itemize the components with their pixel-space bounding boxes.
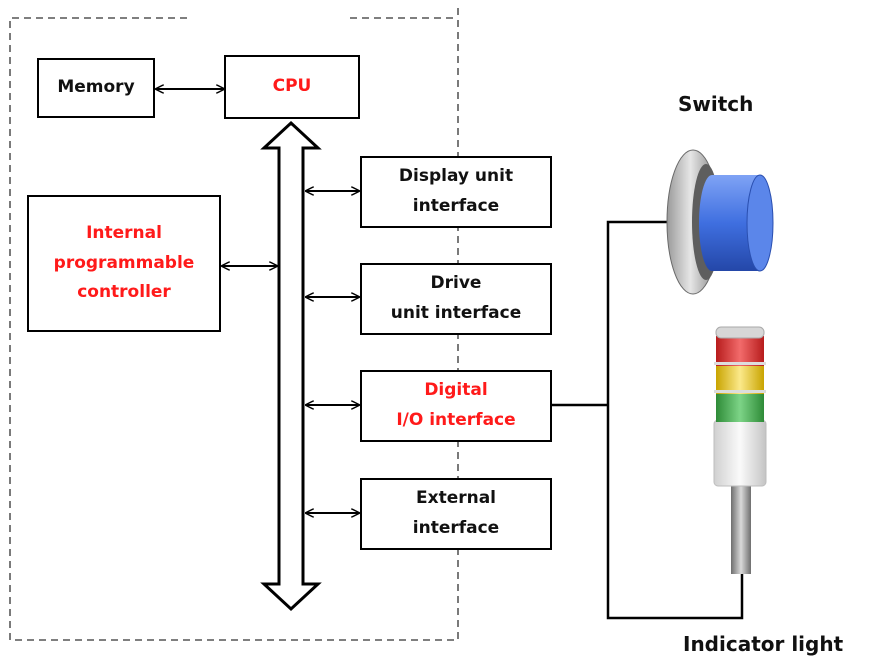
memory-label: Memory bbox=[57, 77, 135, 98]
display-interface-block: Display unit interface bbox=[360, 156, 552, 228]
switch-label: Switch bbox=[678, 92, 754, 116]
internal-plc-line-3: controller bbox=[77, 282, 171, 303]
switch-icon bbox=[666, 149, 774, 295]
cpu-label: CPU bbox=[272, 76, 312, 97]
digital-io-line-2: I/O interface bbox=[396, 410, 516, 430]
wiring-line bbox=[606, 220, 744, 620]
drive-interface-line-1: Drive bbox=[430, 273, 482, 294]
system-bus-arrow bbox=[260, 120, 322, 612]
drive-interface-block: Drive unit interface bbox=[360, 263, 552, 335]
external-interface-block: External interface bbox=[360, 478, 552, 550]
display-interface-line-2: interface bbox=[412, 196, 500, 216]
indicator-light-label: Indicator light bbox=[683, 632, 844, 656]
indicator-light-icon bbox=[713, 326, 767, 574]
drive-interface-line-2: unit interface bbox=[390, 303, 522, 323]
external-interface-line-1: External bbox=[415, 488, 497, 509]
digital-io-block: Digital I/O interface bbox=[360, 370, 552, 442]
internal-plc-line-1: Internal bbox=[86, 222, 162, 243]
internal-plc-line-2: programmable bbox=[53, 252, 195, 273]
memory-block: Memory bbox=[37, 58, 155, 118]
display-interface-line-1: Display unit bbox=[398, 166, 514, 187]
digital-io-line-1: Digital bbox=[424, 380, 488, 401]
external-interface-line-2: interface bbox=[412, 518, 500, 538]
internal-plc-block: Internal programmable controller bbox=[27, 195, 221, 332]
cpu-block: CPU bbox=[224, 55, 360, 119]
